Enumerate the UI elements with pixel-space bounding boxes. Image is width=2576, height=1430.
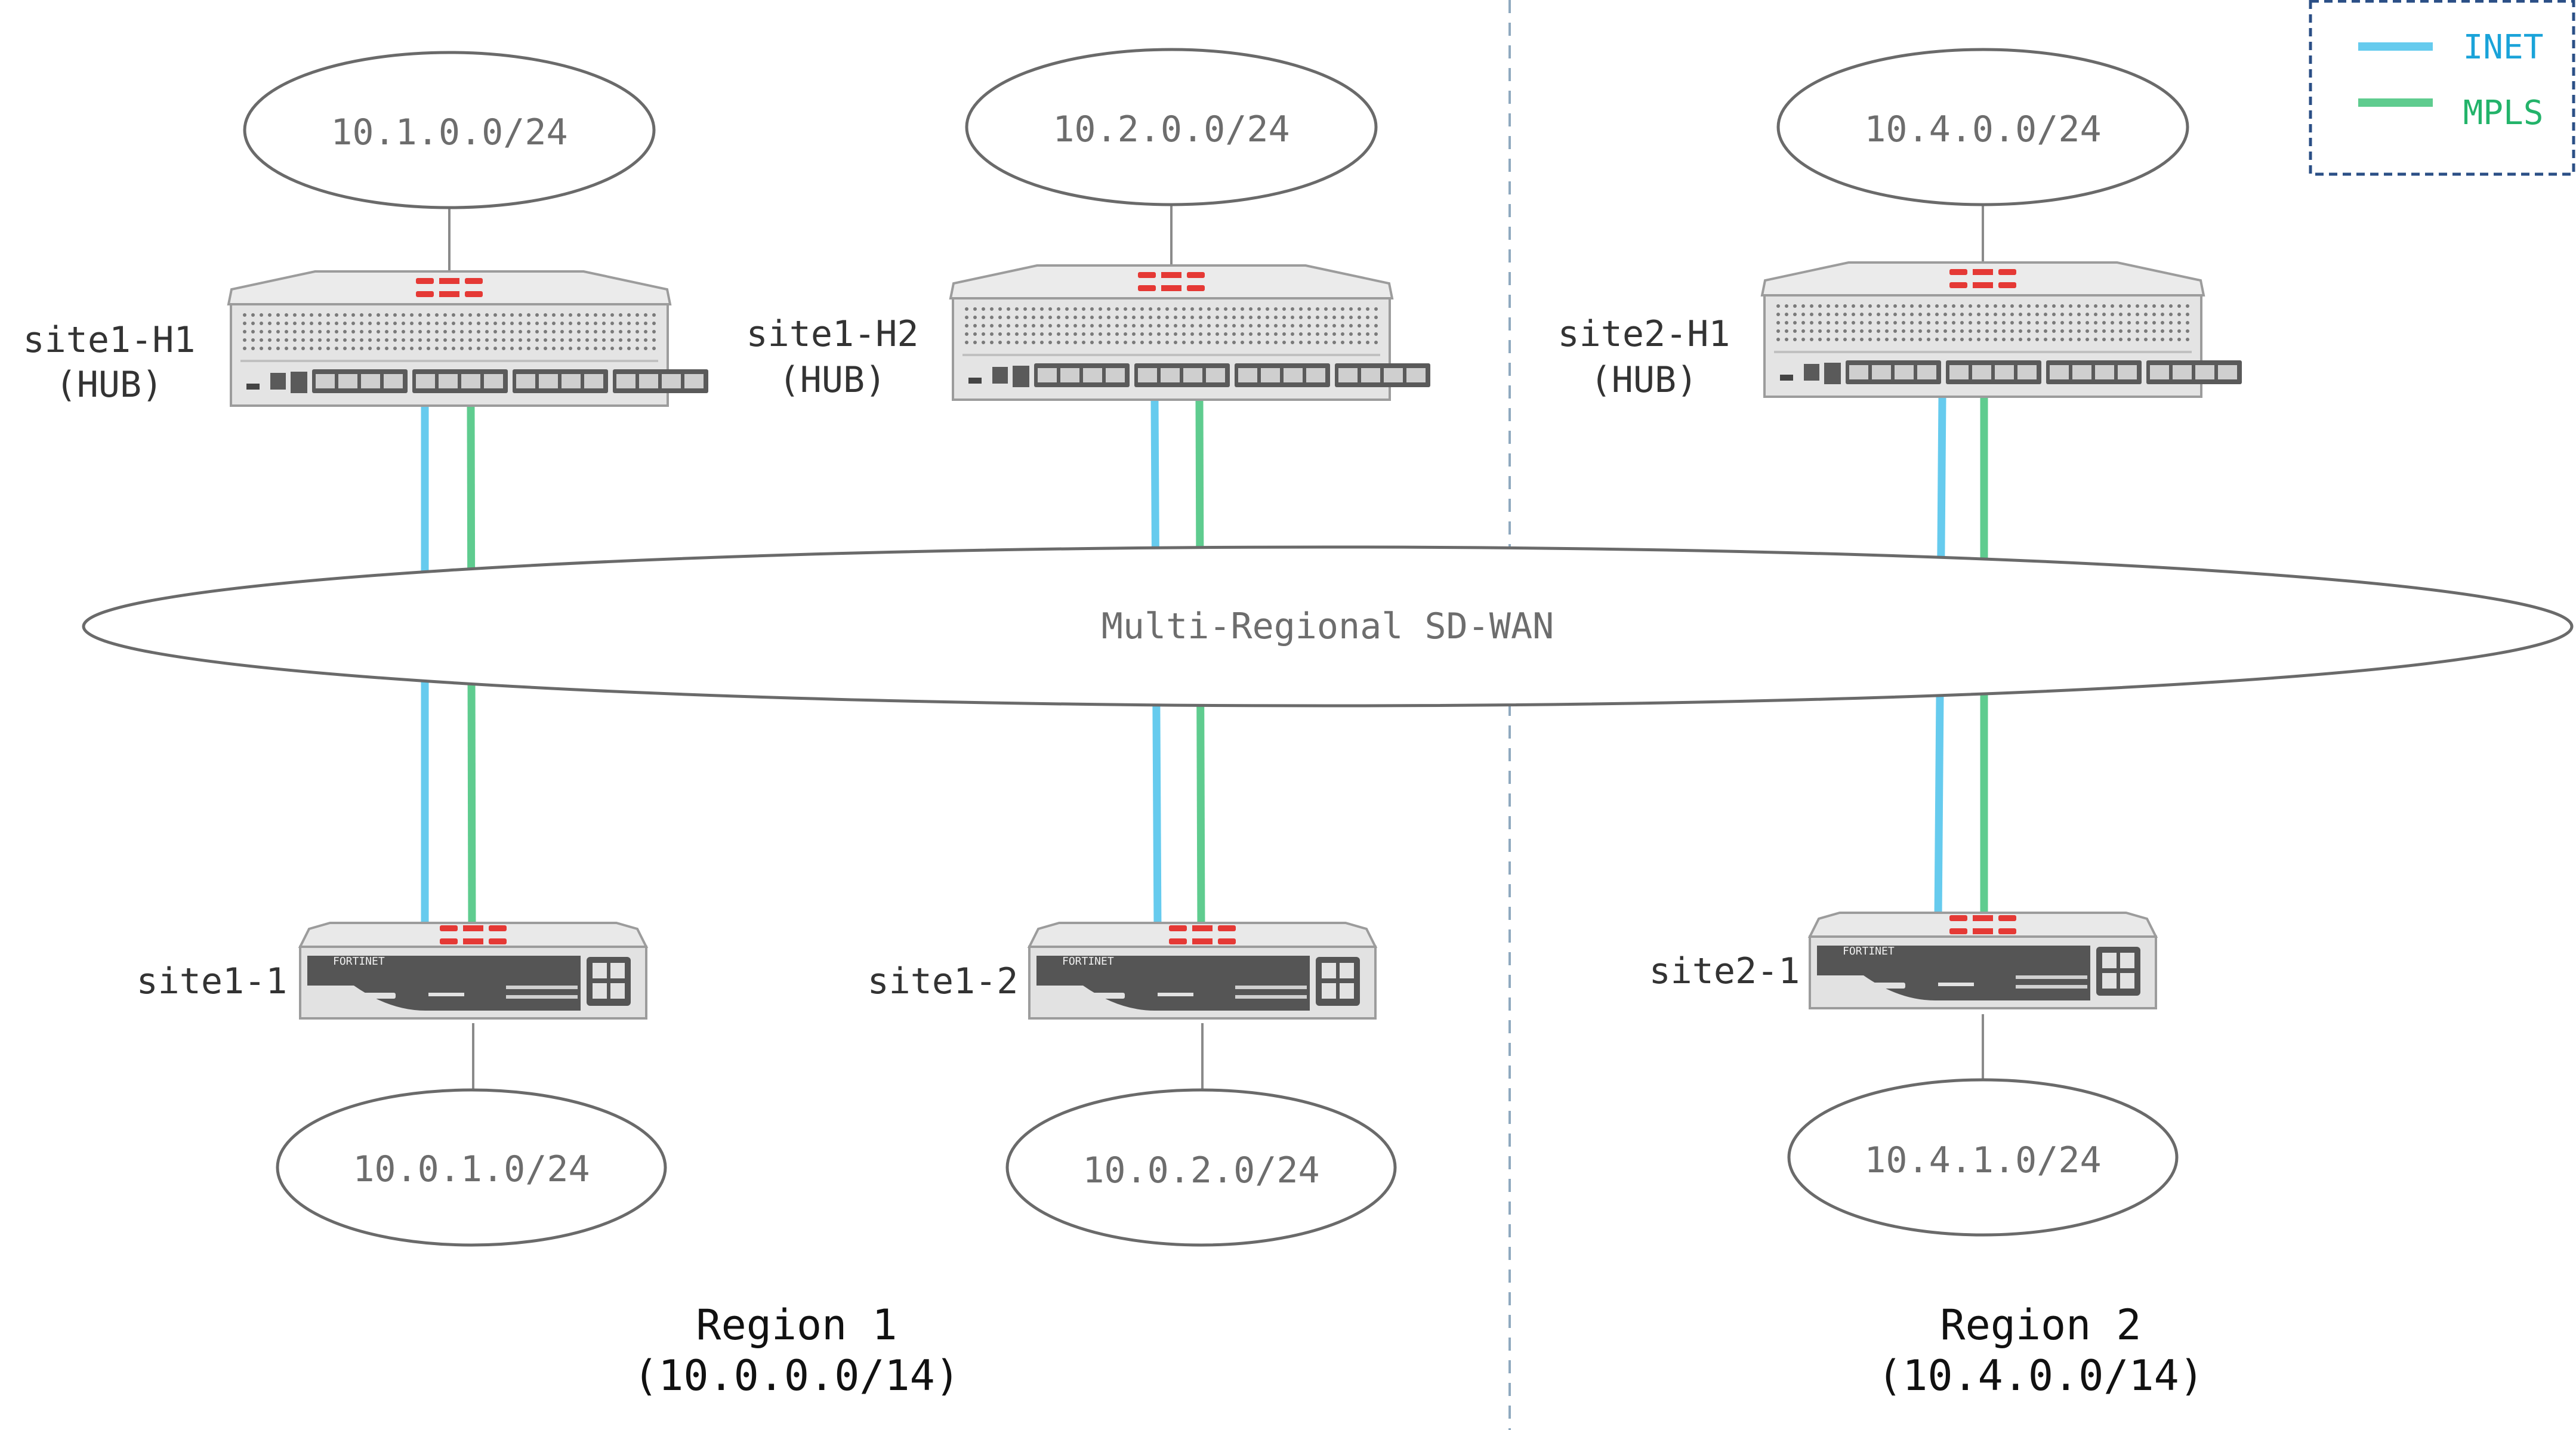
hub-device-site1-h1 <box>229 271 708 406</box>
subnet-connectors <box>448 203 1984 1089</box>
hub-name-site1-h1: site1-H1 <box>23 319 196 361</box>
svg-text:10.4.0.0/24: 10.4.0.0/24 <box>1864 109 2101 150</box>
svg-text:10.4.1.0/24: 10.4.1.0/24 <box>1864 1139 2101 1181</box>
spoke-device-site1-2: FORTINET <box>1029 923 1375 1018</box>
spoke-brand: FORTINET <box>1843 945 1895 958</box>
spoke-device-site2-1: FORTINET <box>1810 913 2156 1008</box>
spoke-name-site1-1: site1-1 <box>137 960 288 1002</box>
hub-device-site2-h1 <box>1762 262 2242 397</box>
sdwan-overlay-label: Multi-Regional SD-WAN <box>1102 606 1554 647</box>
legend-mpls-label: MPLS <box>2463 94 2544 132</box>
hub-subnet-3: 10.4.0.0/24 <box>1776 48 2189 206</box>
hub-name-site1-h2: site1-H2 <box>746 313 919 355</box>
hub-subnet-2: 10.2.0.0/24 <box>965 48 1378 206</box>
spoke-name-site1-2: site1-2 <box>868 960 1019 1002</box>
hub-device-site1-h2 <box>951 265 1430 400</box>
region-2-name: Region 2 <box>1940 1301 2141 1349</box>
hub-subnet-1: 10.1.0.0/24 <box>243 51 656 209</box>
spoke-device-site1-1: FORTINET <box>300 923 646 1018</box>
spoke-subnet-3: 10.4.1.0/24 <box>1787 1078 2179 1237</box>
hub-role-site2-h1: (HUB) <box>1590 359 1698 401</box>
hub-role-site1-h1: (HUB) <box>55 364 163 406</box>
svg-text:10.0.1.0/24: 10.0.1.0/24 <box>353 1148 590 1190</box>
region-2-range: (10.4.0.0/14) <box>1877 1351 2204 1400</box>
region-1-name: Region 1 <box>696 1301 897 1349</box>
hub-role-site1-h2: (HUB) <box>779 359 887 401</box>
spoke-name-site2-1: site2-1 <box>1649 950 1800 992</box>
spoke-subnet-2: 10.0.2.0/24 <box>1005 1088 1397 1247</box>
region-1-range: (10.0.0.0/14) <box>633 1351 960 1400</box>
legend-inet-label: INET <box>2463 28 2544 67</box>
spoke-brand: FORTINET <box>333 955 385 968</box>
spoke-subnet-1: 10.0.1.0/24 <box>276 1088 667 1247</box>
svg-text:10.1.0.0/24: 10.1.0.0/24 <box>331 112 567 153</box>
hub-name-site2-h1: site2-H1 <box>1558 313 1730 355</box>
svg-text:10.0.2.0/24: 10.0.2.0/24 <box>1082 1150 1319 1191</box>
spoke-brand: FORTINET <box>1062 955 1114 968</box>
sdwan-overlay: Multi-Regional SD-WAN <box>82 545 2574 708</box>
legend: INET MPLS <box>2309 0 2575 176</box>
svg-text:10.2.0.0/24: 10.2.0.0/24 <box>1053 109 1289 150</box>
